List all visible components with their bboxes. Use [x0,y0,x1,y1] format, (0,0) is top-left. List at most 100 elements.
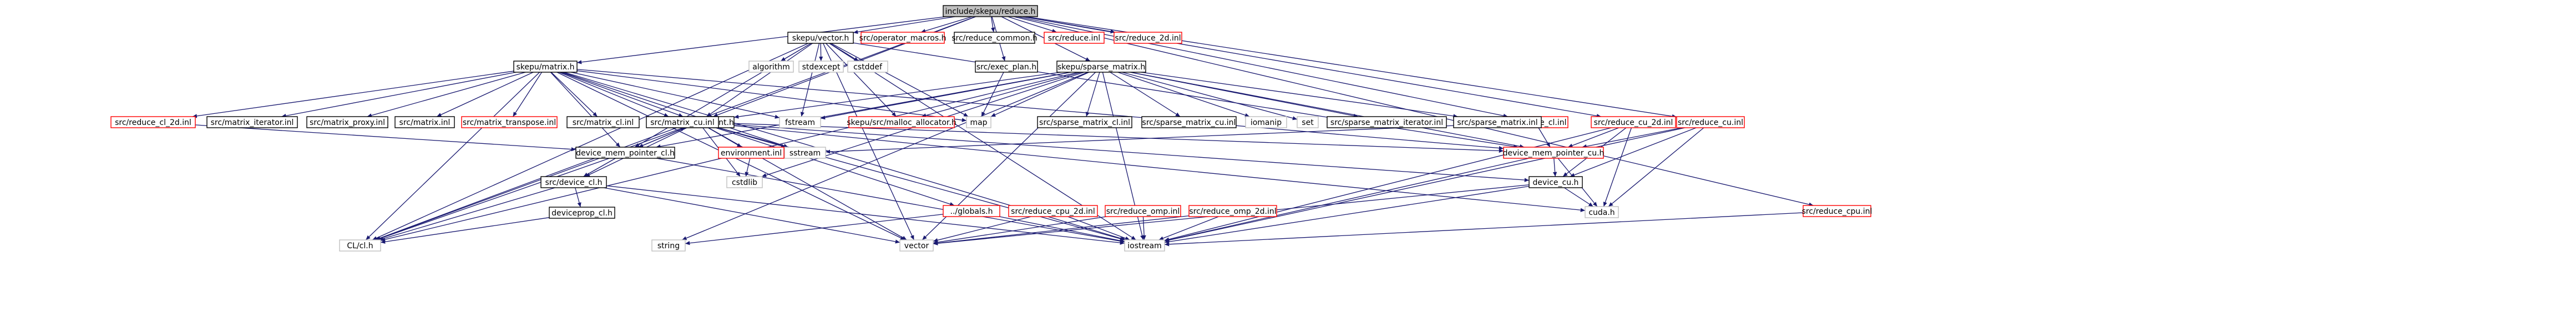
node-device_cl[interactable]: src/device_cl.h [540,176,607,188]
node-label-reduce_cl_2d: src/reduce_cl_2d.inl [115,118,191,127]
edge-root-to-matrix [576,16,946,64]
node-dmp_cl[interactable]: device_mem_pointer_cl.h [575,147,675,159]
edge-deviceprop_cl-to-clh [380,217,550,244]
node-reduce_inl[interactable]: src/reduce.inl [1044,32,1105,44]
edge-sparse_matrix-to-sparse_cl [1085,72,1100,117]
node-cstddef[interactable]: cstddef [847,61,888,73]
node-box-reduce_2d [1114,32,1182,44]
node-box-vectorstd [899,239,934,252]
node-box-deviceprop_cl [549,207,615,219]
node-matrix_proxy[interactable]: src/matrix_proxy.inl [306,116,388,128]
edge-reduce_omp-to-iostream [1142,216,1146,240]
node-reduce_cu_2d[interactable]: src/reduce_cu_2d.inl [1591,116,1676,128]
node-reduce_cpu[interactable]: src/reduce_cpu.inl [1802,205,1872,217]
edge-globals-to-string [685,214,944,245]
node-label-device_cu: device_cu.h [1533,178,1579,187]
node-string[interactable]: string [651,239,686,252]
edge-globals-to-iostream [999,216,1125,243]
node-deviceprop_cl[interactable]: deviceprop_cl.h [549,207,615,219]
node-box-operator_macros [861,32,945,44]
edge-dmp_cl-to-iostream [656,158,1125,243]
edge-environment_inl-to-cstdlib [745,158,751,177]
node-algorithm[interactable]: algorithm [748,61,794,73]
node-label-matrix_transpose: src/matrix_transpose.inl [463,118,556,127]
edge-environment-to-device_cu [733,124,1530,182]
edge-vector-to-dmp_cl [634,43,812,148]
node-cuda[interactable]: cuda.h [1585,206,1619,218]
node-dmp_cu[interactable]: device_mem_pointer_cu.h [1503,147,1605,159]
node-operator_macros[interactable]: src/operator_macros.h [859,32,947,44]
node-matrix_cu[interactable]: src/matrix_cu.inl [646,116,719,128]
node-map[interactable]: map [966,116,991,128]
edge-environment-to-globals [715,127,955,206]
node-matrix_cl[interactable]: src/matrix_cl.inl [566,116,640,128]
node-label-matrix_proxy: src/matrix_proxy.inl [310,118,385,127]
node-exec_plan[interactable]: src/exec_plan.h [975,61,1038,73]
node-label-reduce_inl: src/reduce.inl [1048,34,1100,43]
edge-dmp_cl-to-environment [638,127,686,148]
node-label-iostream: iostream [1127,242,1162,250]
node-reduce_cl_2d[interactable]: src/reduce_cl_2d.inl [110,116,196,128]
node-label-sparse_cl: src/sparse_matrix_cl.inl [1039,118,1130,127]
edge-device_cl-to-deviceprop_cl [575,187,581,208]
node-reduce_common[interactable]: src/reduce_common.h [952,32,1038,44]
node-label-reduce_2d: src/reduce_2d.inl [1115,34,1181,43]
node-reduce_cu[interactable]: src/reduce_cu.inl [1676,116,1745,128]
edge-matrix-to-clh [365,72,540,240]
edge-matrix-to-matrix_proxy [367,72,526,118]
node-reduce_omp_2d[interactable]: src/reduce_omp_2d.inl [1188,205,1277,217]
edge-vector-to-environment [706,43,813,117]
node-sparse_cl[interactable]: src/sparse_matrix_cl.inl [1037,116,1132,128]
node-reduce_2d[interactable]: src/reduce_2d.inl [1114,32,1182,44]
edge-environment-to-clh [375,127,684,240]
edge-matrix-to-reduce_cl_2d [192,71,514,118]
edge-device_cl-to-clh [378,187,555,241]
node-label-cuda: cuda.h [1588,208,1615,217]
node-malloc_alloc[interactable]: skepu/src/malloc_allocator.h [847,116,956,128]
node-set[interactable]: set [1297,116,1319,128]
node-box-stdexcept [798,61,844,73]
node-reduce_cpu_2d[interactable]: src/reduce_cpu_2d.inl [1008,205,1098,217]
node-label-matrix_cl: src/matrix_cl.inl [573,118,634,127]
node-vector[interactable]: skepu/vector.h [787,32,854,44]
node-box-device_cu [1529,176,1583,188]
node-environment_inl[interactable]: environment.inl [718,147,785,159]
node-matrix_iter[interactable]: src/matrix_iterator.inl [206,116,298,128]
node-sparse_cu[interactable]: src/sparse_matrix_cu.inl [1141,116,1237,128]
node-box-matrix_iter [206,116,298,128]
node-device_cu[interactable]: device_cu.h [1529,176,1583,188]
node-label-reduce_cu_2d: src/reduce_cu_2d.inl [1594,118,1673,127]
node-label-stdexcept: stdexcept [802,63,841,72]
node-box-device_cl [540,176,607,188]
node-label-device_cl: src/device_cl.h [545,178,602,187]
node-label-malloc_alloc: skepu/src/malloc_allocator.h [847,118,956,127]
node-matrix_inl[interactable]: src/matrix.inl [394,116,455,128]
dependency-edges [192,16,1814,247]
edge-reduce_cu-to-device_cu [1570,127,1697,177]
node-fstream[interactable]: fstream [779,116,821,128]
node-iostream[interactable]: iostream [1124,239,1165,252]
node-sstream[interactable]: sstream [784,147,826,159]
edge-sparse_matrix-to-set [1122,72,1298,121]
node-globals[interactable]: ../globals.h [943,205,1000,217]
node-reduce_omp[interactable]: src/reduce_omp.inl [1105,205,1181,217]
node-stdexcept[interactable]: stdexcept [798,61,844,73]
node-box-reduce_inl [1044,32,1105,44]
node-sparse_iter[interactable]: src/sparse_matrix_iterator.inl [1327,116,1447,128]
node-box-cstdlib [726,176,763,188]
node-clh[interactable]: CL/cl.h [339,239,381,252]
node-label-environment_inl: environment.inl [721,149,782,158]
node-box-exec_plan [975,61,1038,73]
node-matrix[interactable]: skepu/matrix.h [513,61,578,73]
node-root[interactable]: include/skepu/reduce.h [943,5,1038,17]
node-iomanip[interactable]: iomanip [1245,116,1287,128]
node-sparse_matrix[interactable]: skepu/sparse_matrix.h [1056,61,1146,73]
node-sparse_inl[interactable]: src/sparse_matrix.inl [1453,116,1542,128]
node-label-sparse_inl: src/sparse_matrix.inl [1457,118,1537,127]
node-label-clh: CL/cl.h [347,242,373,250]
node-vectorstd[interactable]: vector [899,239,934,252]
node-box-sparse_iter [1327,116,1447,128]
node-box-reduce_cu [1676,116,1745,128]
node-matrix_transpose[interactable]: src/matrix_transpose.inl [461,116,558,128]
node-cstdlib[interactable]: cstdlib [726,176,763,188]
